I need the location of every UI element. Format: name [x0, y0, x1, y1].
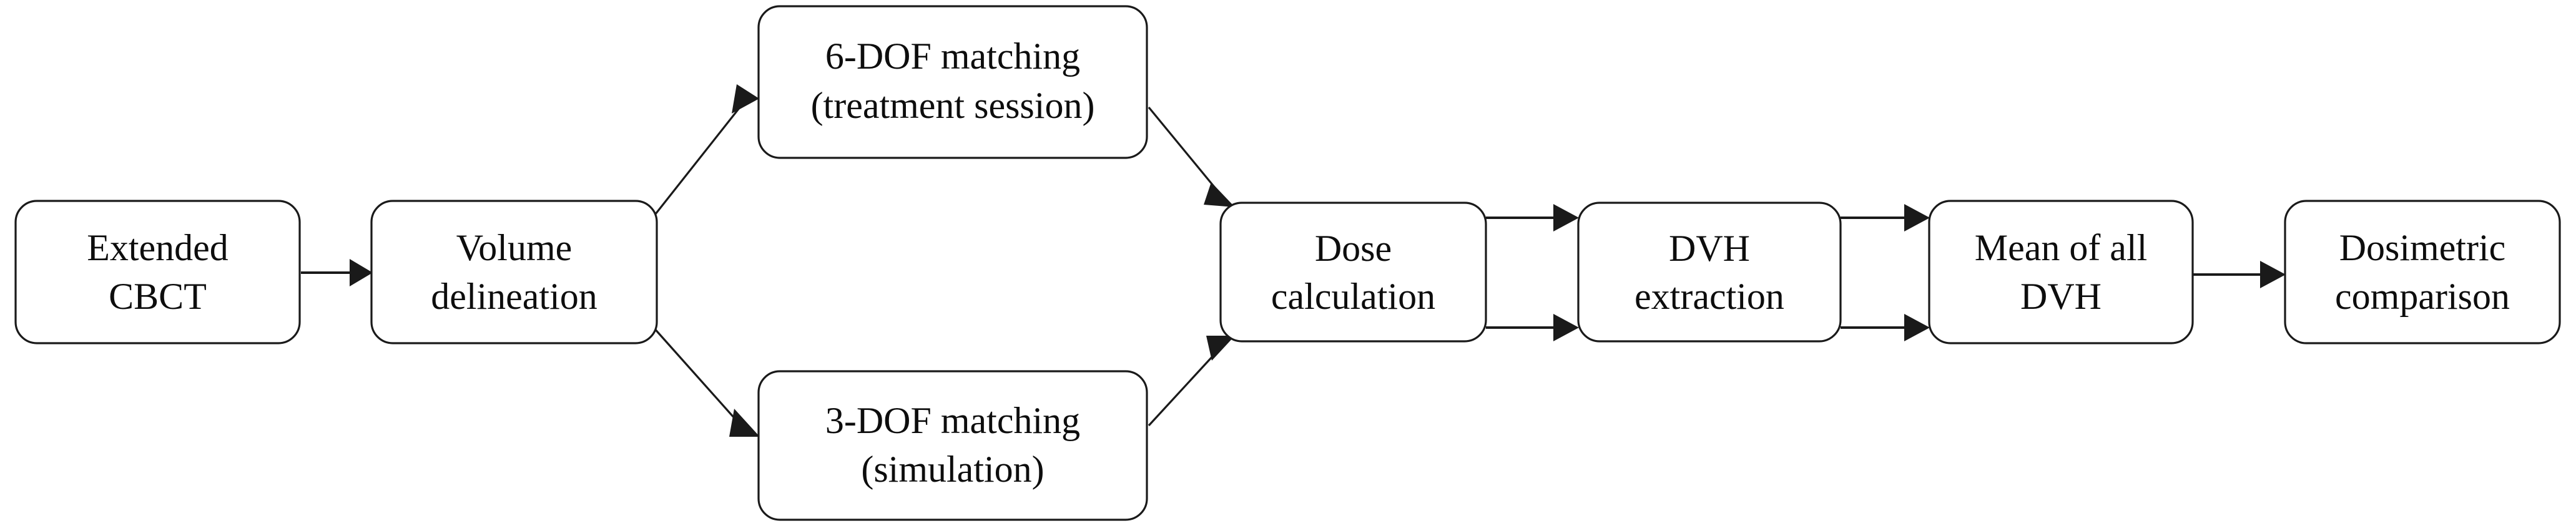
edge-3dof-to-dose [1148, 336, 1235, 427]
arrow-head-icon [732, 84, 759, 114]
node-label-line1: 6-DOF matching [825, 36, 1080, 77]
arrow-head-icon [1553, 204, 1579, 231]
node-box[interactable] [757, 370, 1148, 521]
arrow-head-icon [1204, 182, 1235, 207]
arrow-head-icon [729, 409, 760, 437]
edge-line [652, 107, 741, 218]
arrow-head-icon [2260, 261, 2286, 288]
node-six-dof-matching[interactable]: 6-DOF matching (treatment session) [757, 5, 1148, 159]
node-label-line1: Extended [87, 227, 229, 268]
node-label-line1: Volume [456, 227, 573, 268]
node-label-line2: calculation [1271, 276, 1435, 317]
edge-dvh-to-mean-upper [1841, 204, 1930, 231]
node-volume-delineation[interactable]: Volume delineation [370, 200, 658, 344]
arrow-head-icon [1904, 204, 1930, 231]
node-label-line2: comparison [2335, 276, 2510, 317]
node-box[interactable] [370, 200, 658, 344]
edge-volume-to-6dof [652, 84, 759, 218]
node-box[interactable] [14, 200, 301, 344]
node-label-line2: extraction [1635, 276, 1784, 317]
node-box[interactable] [2284, 200, 2561, 344]
node-box[interactable] [757, 5, 1148, 159]
node-label-line2: DVH [2020, 276, 2102, 317]
node-three-dof-matching[interactable]: 3-DOF matching (simulation) [757, 370, 1148, 521]
node-label-line1: Mean of all [1975, 227, 2148, 268]
node-label-line2: delineation [431, 276, 597, 317]
edge-6dof-to-dose [1148, 106, 1235, 207]
arrow-head-icon [1206, 336, 1235, 361]
edge-cbct-to-volume [301, 259, 373, 286]
node-extended-cbct[interactable]: Extended CBCT [14, 200, 301, 344]
edge-mean-to-dosimetric [2193, 261, 2286, 288]
node-label-line1: Dosimetric [2339, 227, 2506, 268]
edge-line [652, 326, 742, 426]
edge-line [1148, 346, 1222, 427]
node-label-line1: 3-DOF matching [825, 400, 1080, 441]
node-dosimetric-comparison[interactable]: Dosimetric comparison [2284, 200, 2561, 344]
node-label-line2: (simulation) [861, 449, 1044, 490]
node-mean-of-all-dvh[interactable]: Mean of all DVH [1928, 200, 2194, 344]
node-box[interactable] [1219, 202, 1487, 343]
node-dvh-extraction[interactable]: DVH extraction [1577, 202, 1842, 343]
node-dose-calculation[interactable]: Dose calculation [1219, 202, 1487, 343]
edge-dose-to-dvh-lower [1486, 314, 1579, 341]
edge-dvh-to-mean-lower [1841, 314, 1930, 341]
edge-volume-to-3dof [652, 326, 760, 437]
arrow-head-icon [1553, 314, 1579, 341]
node-label-line1: DVH [1669, 228, 1750, 269]
edge-dose-to-dvh-upper [1486, 204, 1579, 231]
arrow-head-icon [350, 259, 373, 286]
node-box[interactable] [1928, 200, 2194, 344]
edge-line [1148, 106, 1222, 197]
node-label-line1: Dose [1315, 228, 1392, 269]
node-box[interactable] [1577, 202, 1842, 343]
node-label-line2: CBCT [109, 276, 207, 317]
node-label-line2: (treatment session) [811, 85, 1095, 126]
arrow-head-icon [1904, 314, 1930, 341]
